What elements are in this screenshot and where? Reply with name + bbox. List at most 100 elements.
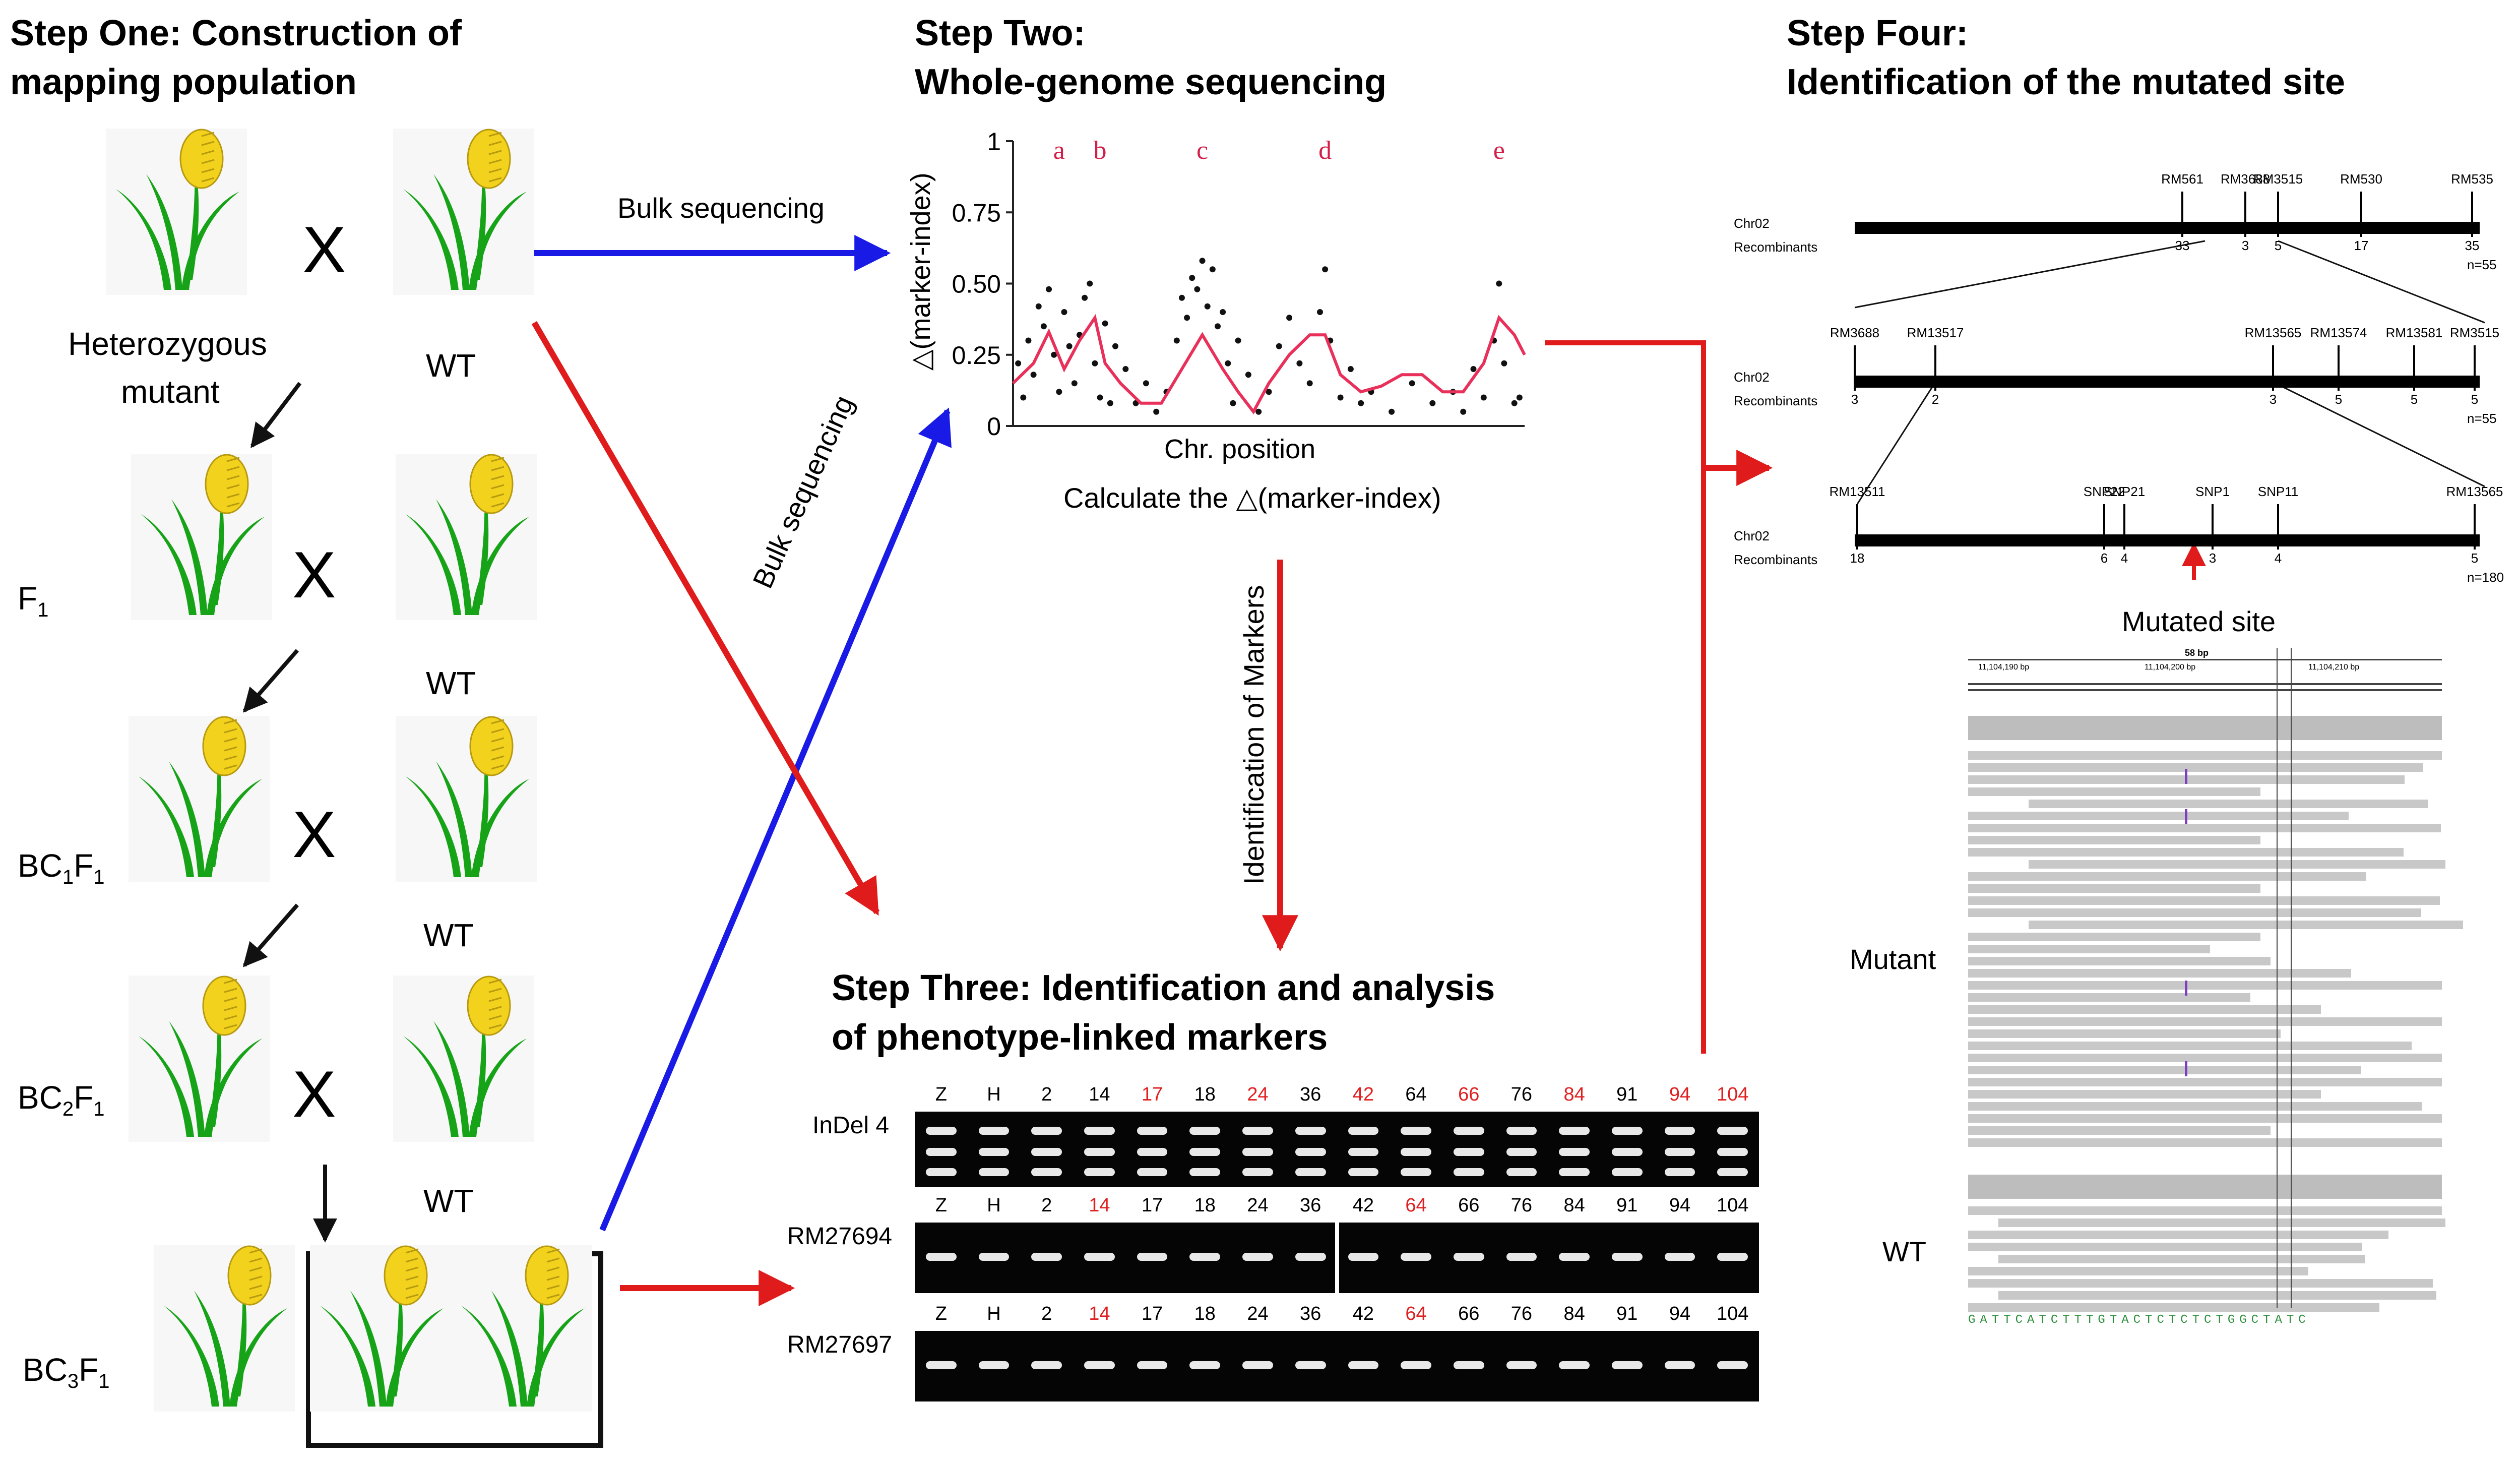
chromosome-bar xyxy=(1855,534,2480,546)
data-point xyxy=(1025,337,1032,344)
gel-band xyxy=(1242,1361,1273,1369)
gel-lane-label: H xyxy=(987,1195,1001,1216)
gel-lane-label: 42 xyxy=(1352,1303,1374,1324)
gel-band xyxy=(1559,1361,1590,1369)
gel-band xyxy=(1137,1148,1168,1156)
generation-bc1f1: BC1F1 xyxy=(18,847,105,888)
gel-band xyxy=(1031,1361,1062,1369)
gel-band xyxy=(926,1253,957,1261)
gel-lane-label: 66 xyxy=(1458,1195,1480,1216)
cross-symbol: X xyxy=(292,538,336,612)
step2-title-line1: Step Two: xyxy=(915,13,1086,53)
read xyxy=(1968,1231,2388,1239)
read xyxy=(1968,812,2349,820)
data-point xyxy=(1511,400,1518,406)
gel-band xyxy=(1664,1168,1695,1176)
read xyxy=(1998,1255,2365,1263)
data-point xyxy=(1230,400,1236,406)
gel-band xyxy=(1137,1361,1168,1369)
gel-band xyxy=(1664,1148,1695,1156)
gel-band xyxy=(1611,1168,1643,1176)
data-point xyxy=(1046,286,1052,292)
wt-to-step3-arrow xyxy=(531,321,880,916)
map-marker-label: RM13565 xyxy=(2446,484,2503,499)
data-point xyxy=(1409,380,1415,387)
recombinant-count: 33 xyxy=(2175,238,2190,253)
read xyxy=(1968,1029,2281,1038)
read xyxy=(1968,763,2423,772)
read xyxy=(2029,800,2428,808)
rice-plant-icon xyxy=(129,976,270,1142)
gel-band xyxy=(1031,1127,1062,1135)
data-point xyxy=(1429,400,1436,406)
data-point xyxy=(1286,315,1293,321)
mutated-site-label: Mutated site xyxy=(2122,605,2276,637)
step3-title-line2: of phenotype-linked markers xyxy=(832,1017,1328,1058)
gel-band xyxy=(1664,1361,1695,1369)
rice-plant-icon xyxy=(154,1245,295,1412)
gel-band xyxy=(1084,1253,1115,1261)
data-point xyxy=(1153,408,1160,415)
igv-span: 58 bp xyxy=(2185,648,2209,658)
population-size: n=180 xyxy=(2467,570,2504,585)
gel-band xyxy=(1401,1253,1431,1261)
rice-plant-icon xyxy=(131,454,272,620)
data-point xyxy=(1020,394,1027,401)
gel-band xyxy=(1348,1127,1379,1135)
wt-label: WT xyxy=(426,665,476,701)
chromosome-bar xyxy=(1855,376,2480,388)
population-size: n=55 xyxy=(2467,257,2497,272)
rice-plant-icon xyxy=(310,1245,451,1412)
gel-lane-label: 84 xyxy=(1563,1303,1585,1324)
gel-band xyxy=(1084,1361,1115,1369)
gel-lane-label: 36 xyxy=(1300,1084,1321,1105)
gel-band xyxy=(1031,1168,1062,1176)
gel-band xyxy=(1506,1168,1537,1176)
chart-axes: 00.250.500.751 xyxy=(952,128,1525,441)
y-tick-label: 1 xyxy=(987,128,1001,156)
step2-step3-to-step4-connector xyxy=(1545,340,1706,1054)
gel-lane-label: 18 xyxy=(1194,1195,1216,1216)
gel-lane-label: Z xyxy=(935,1084,947,1105)
data-point xyxy=(1173,337,1180,344)
recombinant-count: 17 xyxy=(2354,238,2369,253)
data-point xyxy=(1501,360,1507,367)
data-point xyxy=(1245,372,1251,378)
peak-label: e xyxy=(1493,136,1505,165)
gel-band xyxy=(1664,1127,1695,1135)
gel-band xyxy=(978,1148,1010,1156)
gel-band xyxy=(1295,1148,1326,1156)
peak-label: d xyxy=(1318,136,1332,165)
gel-band xyxy=(926,1127,957,1135)
peak-label: a xyxy=(1053,136,1065,165)
gel-lane-label: 91 xyxy=(1616,1303,1638,1324)
data-point xyxy=(1389,408,1395,415)
cross-symbol: X xyxy=(302,213,346,286)
gel-band xyxy=(1611,1361,1643,1369)
read xyxy=(1968,1102,2422,1111)
generation-bc3f1: BC3F1 xyxy=(23,1352,110,1392)
y-tick-label: 0.75 xyxy=(952,199,1001,227)
data-point xyxy=(1516,394,1523,401)
mutant-label: mutant xyxy=(121,374,220,410)
gel-lane-label: 91 xyxy=(1616,1195,1638,1216)
gel-band xyxy=(1401,1148,1431,1156)
gel-band xyxy=(926,1361,957,1369)
gel-band xyxy=(926,1168,957,1176)
read xyxy=(1968,1243,2362,1251)
gel-band xyxy=(1189,1253,1221,1261)
gel-band xyxy=(1189,1168,1221,1176)
read xyxy=(1968,1054,2442,1062)
gel-band xyxy=(1084,1127,1115,1135)
step1-title-line2: mapping population xyxy=(10,62,357,102)
gel-band xyxy=(1137,1127,1168,1135)
gel-lane-label: Z xyxy=(935,1303,947,1324)
read xyxy=(1968,993,2250,1002)
gel-lane-label: 17 xyxy=(1141,1084,1163,1105)
trend-line xyxy=(1012,314,1526,415)
data-point xyxy=(1470,366,1477,372)
read xyxy=(1968,1138,2442,1147)
gel-band xyxy=(1717,1361,1748,1369)
gel-band xyxy=(1348,1253,1379,1261)
